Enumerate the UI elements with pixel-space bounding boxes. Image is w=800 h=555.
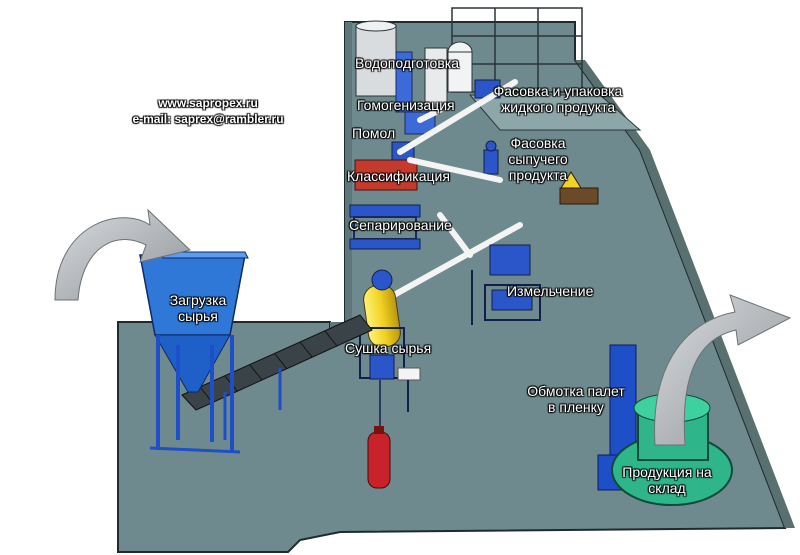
raw-dryer xyxy=(359,269,421,430)
label-bulk-packing: Фасовка сыпучего продукта xyxy=(508,135,568,183)
label-classification: Классификация xyxy=(347,168,450,184)
raw-loading-hopper xyxy=(139,251,249,454)
label-separation: Сепарирование xyxy=(349,217,452,233)
label-pallet-wrapping: Обмотка палет в пленку xyxy=(527,383,625,415)
website-text: www.sapropex.ru xyxy=(158,96,258,110)
bulk-packing-unit xyxy=(483,140,599,205)
label-water-treatment: Водоподготовка xyxy=(355,55,459,71)
raw-conveyor xyxy=(181,314,373,440)
label-raw-loading: Загрузка сырья xyxy=(169,292,227,324)
label-homogenization: Гомогенизация xyxy=(357,97,455,113)
email-text: e-mail: saprex@rambler.ru xyxy=(132,112,284,126)
warning-triangle-icon xyxy=(560,171,582,189)
gas-cylinder-icon xyxy=(367,426,391,489)
label-shredding: Измельчение xyxy=(507,283,594,299)
shredder-unit xyxy=(471,244,541,325)
curved-arrow-icon xyxy=(654,294,792,446)
pneumatic-pipes xyxy=(382,79,523,303)
label-grinding: Помол xyxy=(352,125,396,141)
curved-arrow-icon xyxy=(54,208,192,301)
label-raw-drying: Сушка сырья xyxy=(345,340,432,356)
label-to-warehouse: Продукция на склад xyxy=(622,464,712,496)
label-liquid-packing: Фасовка и упаковка жидкого продукта xyxy=(493,83,623,115)
